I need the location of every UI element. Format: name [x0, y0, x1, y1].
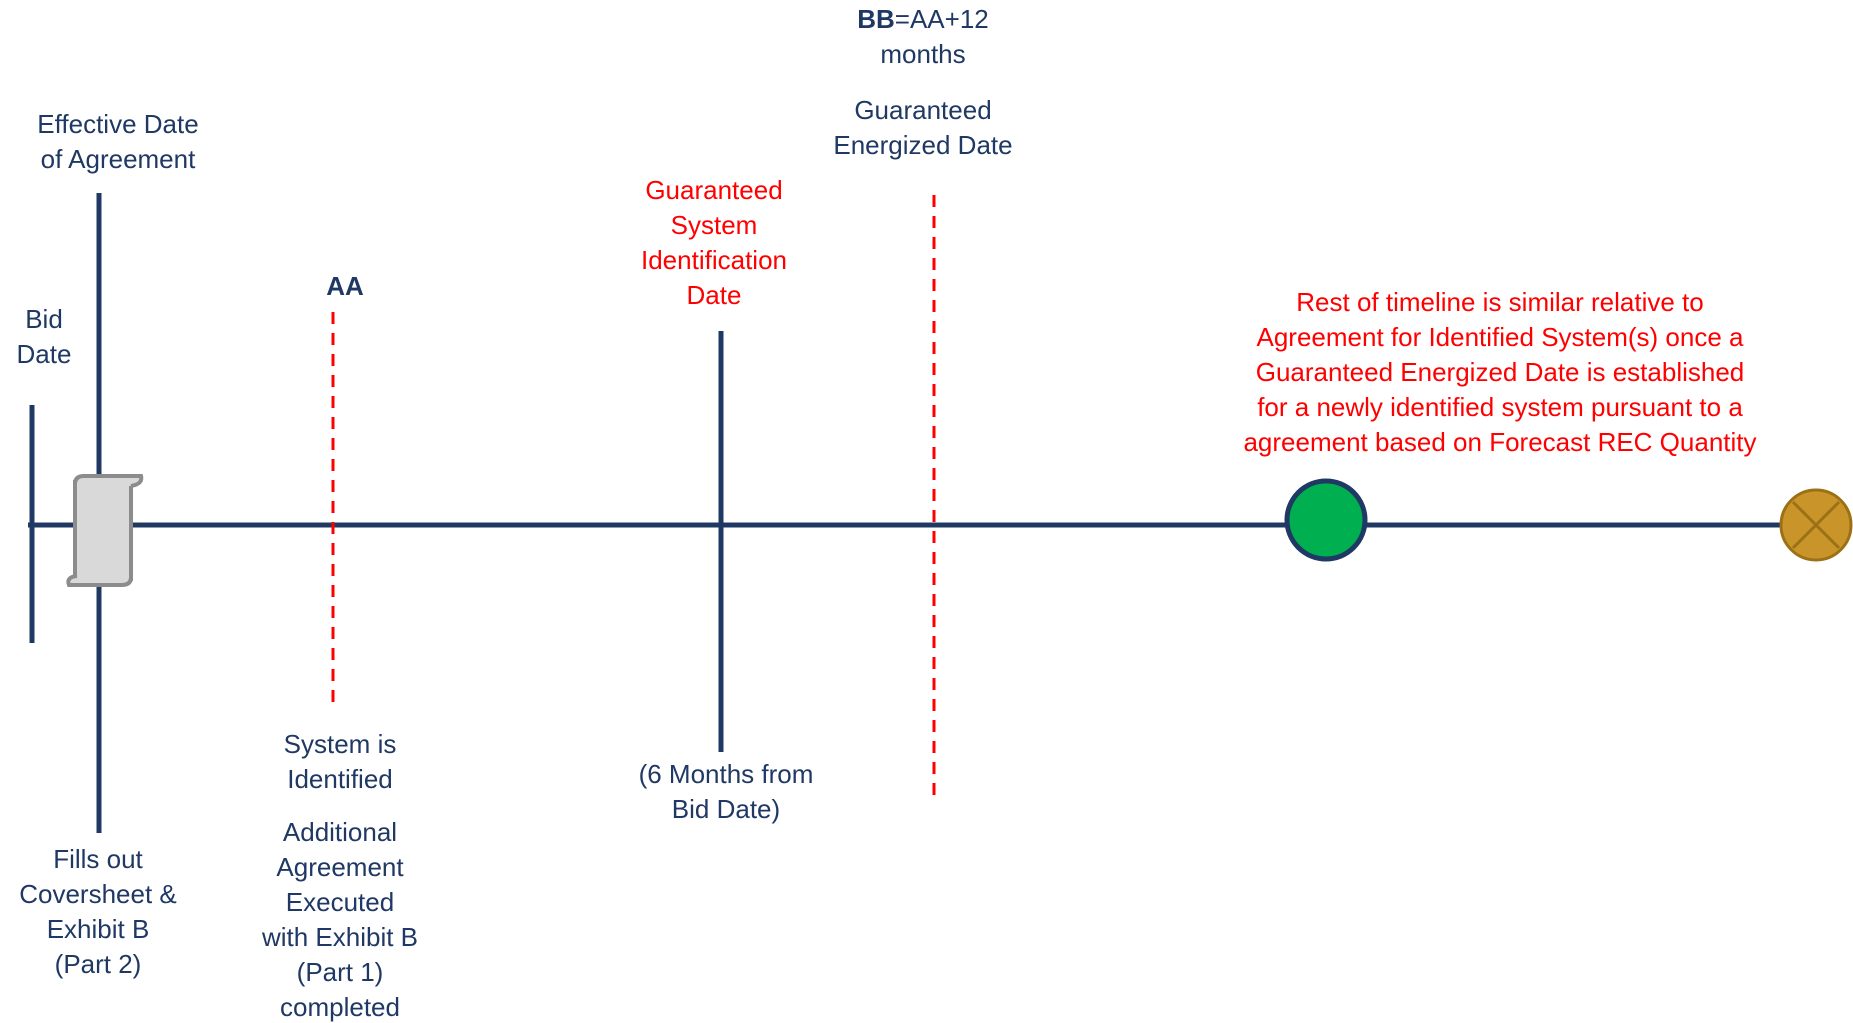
label-line: Guaranteed [645, 175, 783, 205]
label-line: Bid [25, 304, 63, 334]
label-line: Exhibit B [46, 914, 150, 944]
label-line: Identification [641, 245, 787, 275]
system-identified-label: System is Identified [240, 727, 440, 797]
label-line: Coversheet & [19, 879, 177, 909]
label-line: (6 Months from [638, 759, 814, 789]
label-line: Fills out [53, 844, 143, 874]
rest-of-timeline-note: Rest of timeline is similar relative to … [1200, 285, 1800, 460]
label-line: Date [16, 339, 72, 369]
label-line: Bid Date) [671, 794, 781, 824]
crossed-circle-icon [1779, 488, 1853, 562]
label-line: System [670, 210, 758, 240]
label-line: Additional [282, 817, 398, 847]
label-line: with Exhibit B [261, 922, 419, 952]
label-line: Energized Date [833, 130, 1013, 160]
label-line: Agreement for Identified System(s) once … [1256, 322, 1744, 352]
additional-agreement-label: Additional Agreement Executed with Exhib… [230, 815, 450, 1023]
label-line: Executed [285, 887, 395, 917]
scroll-document-icon [66, 474, 144, 587]
label-line: completed [280, 992, 400, 1022]
label-line: Agreement [276, 852, 404, 882]
bb-months: months [880, 39, 966, 69]
label-line: Guaranteed [854, 95, 992, 125]
bb-bold: BB [857, 4, 895, 34]
guaranteed-energized-date-label: Guaranteed Energized Date [808, 93, 1038, 163]
bb-label: BB=AA+12 months [818, 2, 1028, 72]
label-line: (Part 1) [296, 957, 384, 987]
label-line: agreement based on Forecast REC Quantity [1243, 427, 1757, 457]
label-line: Effective Date [37, 109, 199, 139]
label-line: System is [283, 729, 397, 759]
bid-date-label: Bid Date [2, 302, 86, 372]
bb-formula: =AA+12 [894, 4, 989, 34]
label-line: Guaranteed Energized Date is established [1255, 357, 1745, 387]
aa-label: AA [300, 269, 390, 304]
green-circle-icon [1284, 478, 1368, 562]
six-months-label: (6 Months from Bid Date) [606, 757, 846, 827]
guaranteed-system-identification-label: Guaranteed System Identification Date [604, 173, 824, 313]
label-line: (Part 2) [54, 949, 142, 979]
fills-out-label: Fills out Coversheet & Exhibit B (Part 2… [0, 842, 196, 982]
effective-date-label: Effective Date of Agreement [8, 107, 228, 177]
label-line: for a newly identified system pursuant t… [1257, 392, 1743, 422]
label-line: Identified [287, 764, 393, 794]
label-line: Rest of timeline is similar relative to [1296, 287, 1704, 317]
label-line: AA [326, 271, 364, 301]
label-line: Date [686, 280, 742, 310]
label-line: of Agreement [40, 144, 196, 174]
